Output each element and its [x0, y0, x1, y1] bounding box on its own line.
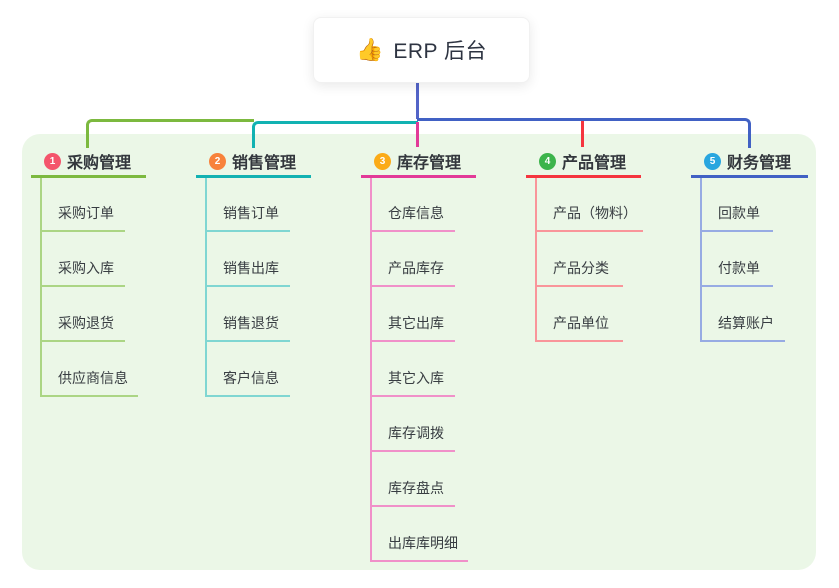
- branch-product-header[interactable]: 4 产品管理: [539, 151, 627, 172]
- connector-branch-purchase: [86, 119, 254, 148]
- child-node[interactable]: 销售出库: [205, 258, 290, 287]
- branch-spine: [370, 178, 372, 562]
- branch-finance-header[interactable]: 5 财务管理: [704, 151, 792, 172]
- child-node[interactable]: 产品单位: [535, 313, 623, 342]
- child-node[interactable]: 产品（物料）: [535, 203, 643, 232]
- branch-underline: [31, 175, 146, 178]
- child-node[interactable]: 采购退货: [40, 313, 125, 342]
- thumbs-up-icon: 👍: [355, 37, 384, 62]
- branch-title: 采购管理: [67, 155, 132, 172]
- root-title: ERP 后台: [393, 40, 488, 63]
- child-node[interactable]: 其它出库: [370, 313, 455, 342]
- child-node[interactable]: 客户信息: [205, 368, 290, 397]
- branch-title: 销售管理: [232, 155, 297, 172]
- child-node[interactable]: 库存盘点: [370, 478, 455, 507]
- branch-purchase-header[interactable]: 1 采购管理: [44, 151, 132, 172]
- branch-title: 产品管理: [562, 155, 627, 172]
- connector-root-vertical: [416, 83, 419, 119]
- child-node[interactable]: 采购入库: [40, 258, 125, 287]
- child-node[interactable]: 产品分类: [535, 258, 623, 287]
- child-node[interactable]: 其它入库: [370, 368, 455, 397]
- branch-title: 库存管理: [397, 155, 462, 172]
- branch-title: 财务管理: [727, 155, 792, 172]
- child-node[interactable]: 销售退货: [205, 313, 290, 342]
- connector-branch-inventory: [416, 122, 419, 147]
- branch-underline: [691, 175, 808, 178]
- branch-spine: [40, 178, 42, 397]
- branch-number-badge: 2: [209, 152, 226, 170]
- child-node[interactable]: 回款单: [700, 203, 773, 232]
- child-node[interactable]: 供应商信息: [40, 368, 138, 397]
- branch-number-badge: 4: [539, 152, 556, 170]
- connector-branch-sales: [252, 121, 418, 148]
- root-node[interactable]: 👍 ERP 后台: [313, 17, 530, 83]
- connector-branch-product: [581, 119, 584, 147]
- child-node[interactable]: 结算账户: [700, 313, 785, 342]
- branch-sales-header[interactable]: 2 销售管理: [209, 151, 297, 172]
- branch-underline: [361, 175, 476, 178]
- branch-underline: [196, 175, 311, 178]
- child-node[interactable]: 出库库明细: [370, 533, 468, 562]
- child-node[interactable]: 产品库存: [370, 258, 455, 287]
- child-node[interactable]: 仓库信息: [370, 203, 455, 232]
- branch-inventory-header[interactable]: 3 库存管理: [374, 151, 462, 172]
- branch-spine: [205, 178, 207, 397]
- connector-branch-finance: [417, 118, 751, 148]
- child-node[interactable]: 付款单: [700, 258, 773, 287]
- branches-panel: [22, 134, 816, 570]
- child-node[interactable]: 采购订单: [40, 203, 125, 232]
- child-node[interactable]: 销售订单: [205, 203, 290, 232]
- branch-number-badge: 3: [374, 152, 391, 170]
- branch-spine: [535, 178, 537, 342]
- child-node[interactable]: 库存调拨: [370, 423, 455, 452]
- branch-number-badge: 5: [704, 152, 721, 170]
- branch-number-badge: 1: [44, 152, 61, 170]
- branch-spine: [700, 178, 702, 342]
- branch-underline: [526, 175, 641, 178]
